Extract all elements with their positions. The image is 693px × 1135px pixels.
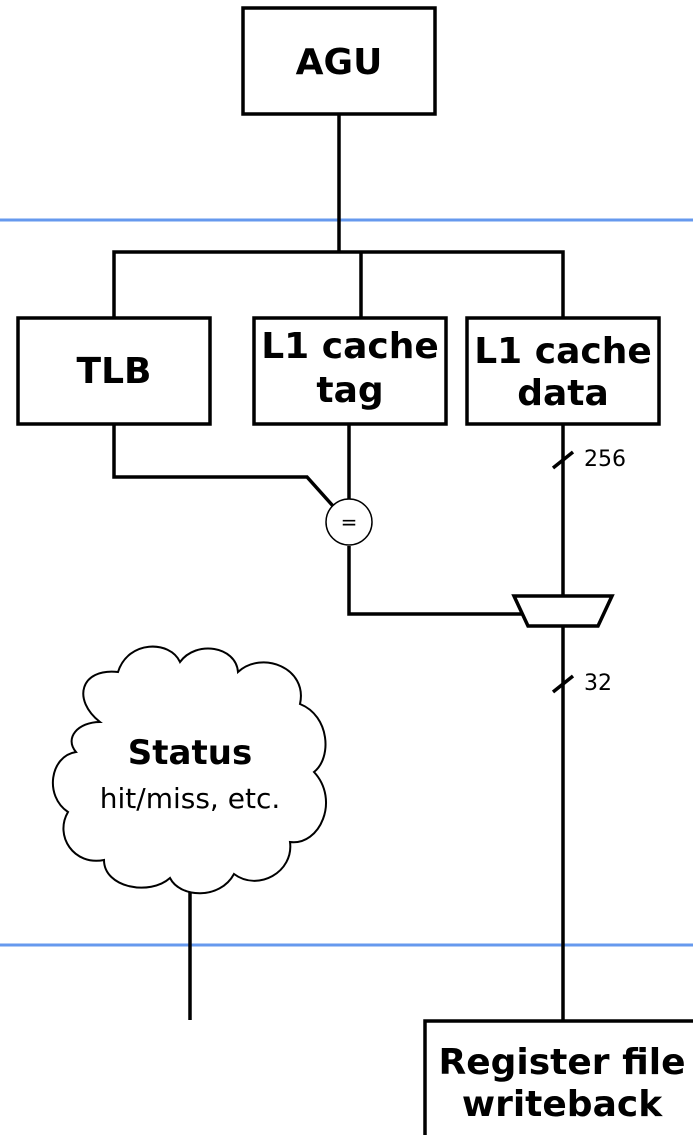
writeback-label-line2: writeback bbox=[462, 1084, 663, 1125]
writeback-block bbox=[423, 1019, 693, 1135]
compare-to-mux-wire bbox=[347, 546, 524, 616]
bus-width-256: 256 bbox=[584, 447, 626, 472]
comparator-symbol: = bbox=[341, 510, 358, 534]
l1-tag-label-line2: tag bbox=[316, 370, 383, 411]
mux bbox=[511, 594, 615, 628]
tlb-block bbox=[16, 316, 212, 426]
tlb-label: TLB bbox=[77, 351, 152, 392]
l1-tag-label-line1: L1 cache bbox=[261, 326, 439, 367]
writeback-label-line1: Register file bbox=[438, 1042, 685, 1083]
agu-block bbox=[241, 6, 437, 116]
status-subtitle: hit/miss, etc. bbox=[100, 782, 280, 815]
bus-tick-32 bbox=[551, 674, 575, 694]
bus-tick-256 bbox=[551, 450, 575, 470]
l1-data-label-line1: L1 cache bbox=[474, 331, 652, 372]
status-cloud bbox=[51, 645, 327, 895]
agu-label: AGU bbox=[296, 42, 383, 83]
address-fanout-wire bbox=[112, 250, 565, 318]
tlb-to-compare-wire bbox=[112, 424, 335, 508]
bus-width-32: 32 bbox=[584, 671, 612, 696]
l1-data-label-line2: data bbox=[517, 373, 609, 414]
status-title: Status bbox=[128, 733, 252, 773]
l1-tag-block bbox=[252, 316, 448, 426]
comparator bbox=[325, 498, 373, 546]
l1-data-block bbox=[465, 316, 661, 426]
